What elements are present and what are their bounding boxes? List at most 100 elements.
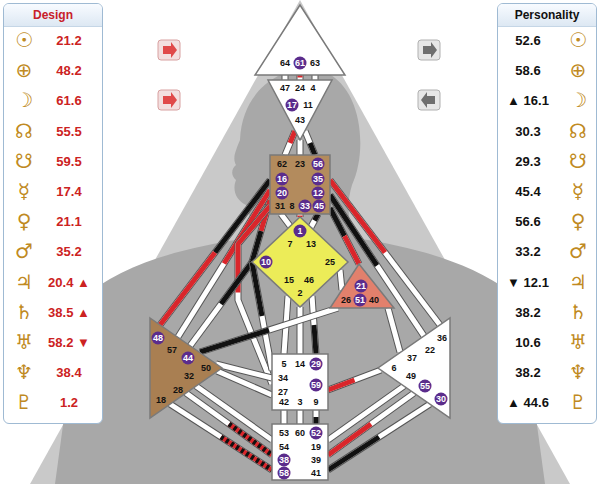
planet-symbol: ♄ <box>15 300 33 324</box>
spleen-center: 48574450322818 <box>150 318 222 418</box>
planet-symbol: ♂ <box>15 239 33 263</box>
channel <box>300 410 301 424</box>
planet-symbol: ☉ <box>15 28 33 52</box>
gate-line-number: 38.5 ▲ <box>48 304 90 319</box>
gate-number: 42 <box>279 398 289 407</box>
channel-outline <box>216 364 272 378</box>
head-center: 646163 <box>255 5 345 75</box>
gate-number: 14 <box>295 360 305 369</box>
planet-symbol: ♆ <box>569 360 587 384</box>
gate-number: 57 <box>167 346 177 355</box>
gate-line-number: 10.6 <box>515 335 540 350</box>
planet-symbol: ♅ <box>569 330 587 354</box>
gate-number: 26 <box>341 296 351 305</box>
design-activation <box>290 131 295 143</box>
planet-symbol: ⊕ <box>570 58 587 82</box>
gate-line-number: 58.2 ▼ <box>48 335 90 350</box>
channel-fill <box>190 262 252 346</box>
channel-fill <box>281 214 290 226</box>
arrow-icon <box>158 40 180 60</box>
planet-symbol: ☊ <box>15 119 33 143</box>
channel-fill <box>328 404 430 470</box>
active-gate-number: 33 <box>299 200 312 213</box>
channel-outline <box>340 270 342 290</box>
gate-number: 5 <box>281 360 286 369</box>
channel <box>311 214 318 227</box>
active-gate-number: 30 <box>435 393 448 406</box>
gate-number: 60 <box>295 429 305 438</box>
active-gate-number: 16 <box>276 173 289 186</box>
personality-activation <box>328 437 379 470</box>
gate-line-number: 56.6 <box>515 214 540 229</box>
active-gate-number: 10 <box>260 256 273 269</box>
gate-number: 4 <box>310 84 315 93</box>
channel <box>216 364 272 378</box>
center-shape <box>378 318 450 418</box>
gate-line-number: ▼ 12.1 <box>507 274 549 289</box>
gate-number: 27 <box>278 388 288 397</box>
gate-line-number: 58.6 <box>515 63 540 78</box>
channel-fill <box>160 180 270 325</box>
channel <box>200 308 338 352</box>
gate-line-number: 1.2 <box>60 395 78 410</box>
active-gate-number: 17 <box>286 99 299 112</box>
gate-number: 9 <box>313 398 318 407</box>
sacral-center: 514293427594239 <box>272 354 328 410</box>
gate-line-number: 21.1 <box>56 214 81 229</box>
gate-number: 19 <box>311 443 321 452</box>
planet-symbol: ☊ <box>569 119 587 143</box>
gate-number: 28 <box>173 386 183 395</box>
channel-outline <box>328 404 430 470</box>
gate-number: 7 <box>287 240 292 249</box>
channel-fill <box>216 364 272 378</box>
planet-panel: Personality52.6☉58.6⊕▲ 16.1☽30.3☊29.3☋45… <box>497 3 597 424</box>
gate-line-number: 21.2 <box>56 33 81 48</box>
personality-activation <box>200 330 269 352</box>
center-shape <box>272 424 328 480</box>
gate-line-number: ▲ 16.1 <box>507 93 549 108</box>
panel-title: Personality <box>515 8 580 22</box>
gate-line-number: 55.5 <box>56 123 81 138</box>
gate-number: 18 <box>156 396 166 405</box>
gate-line-number: 52.6 <box>515 33 540 48</box>
gate-number: 50 <box>201 364 211 373</box>
channel <box>312 296 316 354</box>
channel-outline <box>305 131 315 155</box>
channel-outline <box>328 370 381 390</box>
channel <box>281 214 290 226</box>
planet-symbol: ♀ <box>17 209 32 233</box>
channel-outline <box>297 140 304 155</box>
active-gate-number: 48 <box>152 332 165 345</box>
personality-activation <box>315 214 319 221</box>
planet-symbol: ☿ <box>572 179 584 203</box>
gate-number: 31 <box>275 202 285 211</box>
personality-activation <box>314 325 316 354</box>
planet-symbol: ♄ <box>569 300 587 324</box>
gate-number: 41 <box>311 469 321 478</box>
gate-number: 15 <box>284 276 294 285</box>
channel-outline <box>170 404 272 470</box>
channel <box>300 307 301 354</box>
gate-number: 46 <box>304 276 314 285</box>
channel-outline <box>297 307 304 354</box>
active-gate-number: 52 <box>310 427 323 440</box>
channel-outline <box>297 410 304 424</box>
channel-fill <box>282 410 287 424</box>
gate-line-number: 33.2 <box>515 244 540 259</box>
aura-triangle <box>30 0 570 484</box>
design-activation <box>328 380 355 390</box>
planet-symbol: ☋ <box>15 149 33 173</box>
gate-number: 47 <box>280 84 290 93</box>
channel <box>285 131 295 155</box>
channel-outline <box>311 214 318 227</box>
gate-number: 6 <box>391 364 396 373</box>
heart-center: 21265140 <box>330 264 394 308</box>
channel-fill <box>311 214 318 227</box>
channel-fill <box>238 206 272 384</box>
gate-line-number: 48.2 <box>56 63 81 78</box>
gate-number: 3 <box>297 398 302 407</box>
design-activation <box>330 180 385 253</box>
channel <box>284 410 285 424</box>
active-gate-number: 56 <box>312 158 325 171</box>
channel-outline <box>312 296 316 354</box>
